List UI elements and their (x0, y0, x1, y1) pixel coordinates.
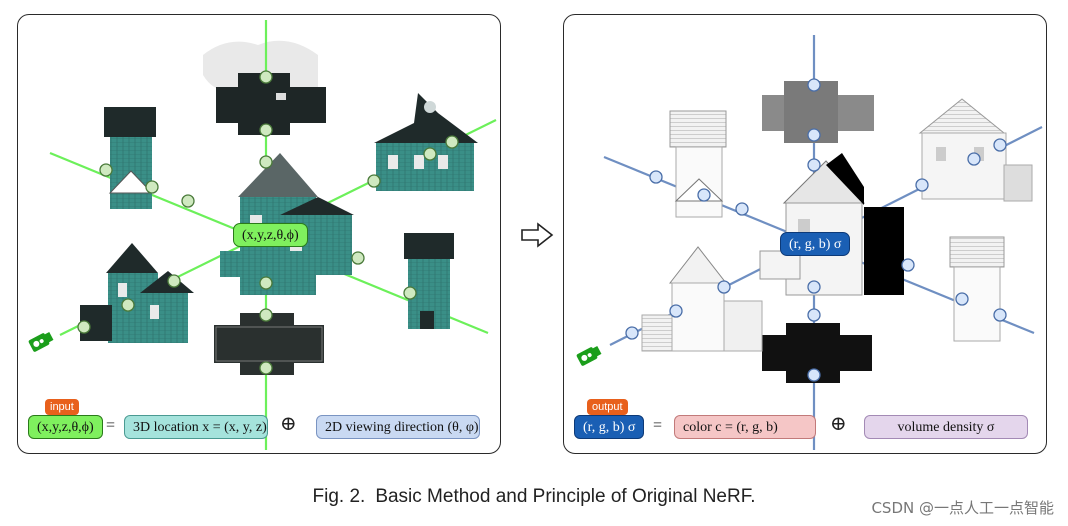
oplus-icon: ⊕ (280, 413, 297, 435)
oplus-icon: ⊕ (830, 413, 847, 435)
house-bottom-view (762, 323, 872, 383)
center-input-label: (x,y,z,θ,ϕ) (233, 223, 308, 247)
output-tag: output (587, 399, 628, 415)
house-bottom-view (214, 313, 324, 375)
output-scene (576, 35, 1043, 450)
input-box: (x,y,z,θ,ϕ) (28, 415, 103, 439)
house-top-view (762, 81, 874, 143)
equals-sign: = (653, 417, 663, 434)
center-output-label: (r, g, b) σ (780, 232, 851, 256)
input-scene (28, 20, 497, 450)
color-box: color c = (r, g, b) (674, 415, 816, 439)
input-tag: input (45, 399, 79, 415)
sample-points (625, 78, 1007, 382)
figure-caption: Fig. 2. Basic Method and Principle of Ori… (0, 486, 1068, 508)
camera-icon (576, 345, 602, 366)
location-box: 3D location x = (x, y, z) (124, 415, 268, 439)
watermark: CSDN @一点人工一点智能 (871, 499, 1054, 517)
house-right-bottom (404, 233, 454, 329)
house-right-bottom (949, 236, 1005, 342)
input-panel: (x,y,z,θ,ϕ) input (x,y,z,θ,ϕ) = 3D locat… (17, 14, 501, 454)
house-left-tall (669, 110, 727, 218)
house-left-bottom (641, 246, 763, 352)
hollow-arrow-right-icon (521, 222, 554, 248)
output-panel: (r, g, b) σ output (r, g, b) σ = color c… (563, 14, 1047, 454)
house-left-bottom (80, 243, 194, 343)
equals-sign: = (106, 417, 116, 434)
house-center (759, 153, 904, 296)
direction-box: 2D viewing direction (θ, φ) (316, 415, 480, 439)
figure-number: Fig. 2. (312, 486, 366, 507)
sample-points (77, 70, 459, 375)
house-right-top (374, 93, 478, 191)
camera-icon (28, 331, 54, 352)
density-box: volume density σ (864, 415, 1028, 439)
output-box: (r, g, b) σ (574, 415, 645, 439)
house-right-top (918, 98, 1033, 202)
house-left-tall (104, 107, 156, 209)
caption-text: Basic Method and Principle of Original N… (375, 486, 756, 507)
